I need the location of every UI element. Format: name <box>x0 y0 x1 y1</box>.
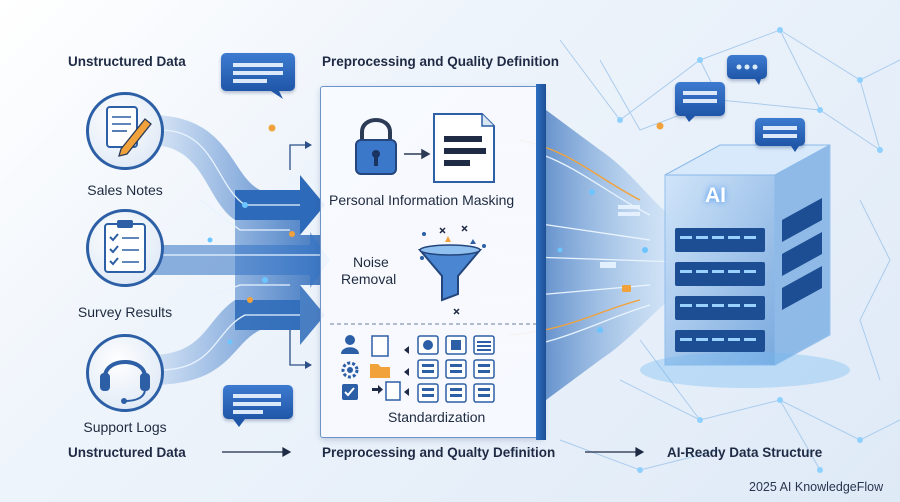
source-circle-support <box>86 334 164 412</box>
clipboard-checklist-icon <box>104 220 146 273</box>
footer-credit: 2025 AI KnowledgeFlow <box>749 480 884 494</box>
chat-bubble-icon <box>223 385 293 427</box>
source-circle-sales <box>86 92 164 170</box>
source-label-sales: Sales Notes <box>87 182 163 198</box>
step-noise-label-line2: Removal <box>341 271 397 287</box>
source-circle-survey <box>86 209 164 287</box>
flow-stage-unstructured: Unstructured Data <box>68 445 186 460</box>
ai-cube <box>640 144 850 388</box>
headset-icon <box>100 360 150 404</box>
person-icon <box>341 335 359 354</box>
heading-preprocessing: Preprocessing and Quality Definition <box>322 54 560 69</box>
chat-bubble-icon <box>675 82 725 122</box>
file-icon <box>371 335 389 357</box>
folder-icon <box>370 364 390 378</box>
flow-stage-ai-ready: AI-Ready Data Structure <box>667 445 823 460</box>
standardization-graphic <box>341 335 495 403</box>
source-label-support: Support Logs <box>83 419 167 435</box>
chat-bubble-icon <box>727 55 767 85</box>
lock-icon <box>355 118 397 175</box>
masking-graphic <box>355 113 495 183</box>
chat-bubble-icon <box>221 53 295 99</box>
step-noise-label-line1: Noise <box>353 254 389 270</box>
step-standardization-label: Standardization <box>388 409 486 425</box>
source-label-survey: Survey Results <box>77 304 173 320</box>
panel-divider <box>330 323 536 325</box>
notepad-pencil-icon <box>106 106 152 157</box>
flow-stage-preprocessing: Preprocessing and Qualty Definition <box>322 445 556 460</box>
panel-edge <box>536 84 546 440</box>
masked-document-icon <box>433 113 495 183</box>
funnel-icon <box>417 225 486 315</box>
gear-icon <box>341 361 359 379</box>
ai-cube-label: AI <box>705 184 726 207</box>
heading-unstructured-data: Unstructured Data <box>68 54 186 69</box>
step-masking-label: Personal Information Masking <box>329 192 515 208</box>
chat-bubble-icon <box>755 118 805 152</box>
